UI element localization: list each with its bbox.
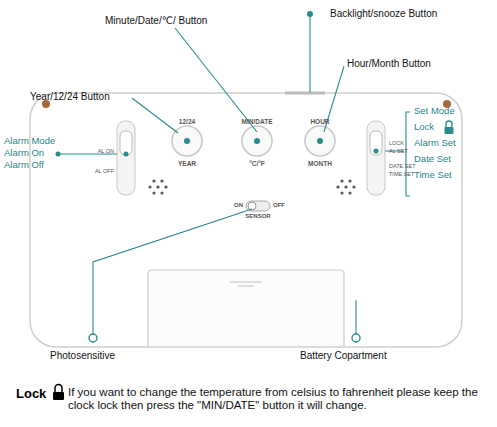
callout-label: Date Set bbox=[414, 154, 451, 165]
callout-label: Backlight/snooze Button bbox=[330, 8, 437, 20]
callout-label: Alarm On bbox=[4, 148, 44, 159]
printed-marking: ON bbox=[234, 202, 243, 209]
callout-label: Battery Copartment bbox=[300, 350, 387, 362]
callout-label: Time Set bbox=[414, 170, 452, 181]
printed-marking: MONTH bbox=[308, 160, 332, 167]
sensor-knob bbox=[248, 202, 256, 210]
printed-marking: YEAR bbox=[178, 160, 196, 167]
battery-grip bbox=[238, 285, 254, 286]
callout-label: Alarm Set bbox=[414, 138, 456, 149]
note-text: If you want to change the temperature fr… bbox=[68, 386, 488, 412]
callout-label: Lock bbox=[414, 122, 434, 133]
printed-marking: LOCK bbox=[389, 140, 404, 146]
hour-button bbox=[305, 126, 335, 156]
leader-rings bbox=[89, 334, 360, 342]
lock-icon bbox=[53, 385, 64, 401]
lock-icon bbox=[445, 121, 454, 134]
alarm-slider bbox=[117, 121, 135, 195]
battery-grip bbox=[230, 281, 262, 282]
printed-marking: AL SET bbox=[389, 148, 408, 154]
printed-marking: °C/°F bbox=[249, 160, 265, 167]
set-slider bbox=[367, 121, 385, 195]
slider-knob bbox=[120, 131, 132, 155]
callout-label: Alarm Mode bbox=[4, 136, 55, 147]
printed-marking: MIN/DATE bbox=[242, 118, 273, 125]
printed-marking: AL OFF bbox=[95, 168, 114, 174]
speaker-holes bbox=[148, 179, 355, 194]
printed-marking: 12/24 bbox=[179, 118, 195, 125]
leader-dots bbox=[56, 11, 379, 157]
callout-label: Hour/Month Button bbox=[347, 58, 431, 70]
note-heading: Lock bbox=[16, 387, 46, 402]
callout-label: Minute/Date/℃/ Button bbox=[105, 15, 207, 27]
year-button bbox=[172, 126, 202, 156]
callout-label: Alarm Off bbox=[4, 160, 44, 171]
printed-marking: DATE SET bbox=[389, 163, 416, 169]
slider-knob bbox=[370, 131, 382, 155]
snooze-button bbox=[285, 92, 325, 95]
printed-marking: HOUR bbox=[310, 118, 329, 125]
printed-marking: OFF bbox=[273, 202, 285, 209]
printed-marking: SENSOR bbox=[245, 213, 270, 220]
printed-marking: TIME SET bbox=[389, 171, 414, 177]
min-date-button bbox=[242, 126, 272, 156]
callout-label: Photosensitive bbox=[50, 350, 115, 362]
callout-label: Set Mode bbox=[414, 106, 455, 117]
callout-label: Year/12/24 Button bbox=[30, 91, 110, 103]
clock-body bbox=[30, 93, 462, 347]
printed-marking: AL ON bbox=[98, 148, 114, 154]
battery-compartment bbox=[148, 270, 344, 346]
